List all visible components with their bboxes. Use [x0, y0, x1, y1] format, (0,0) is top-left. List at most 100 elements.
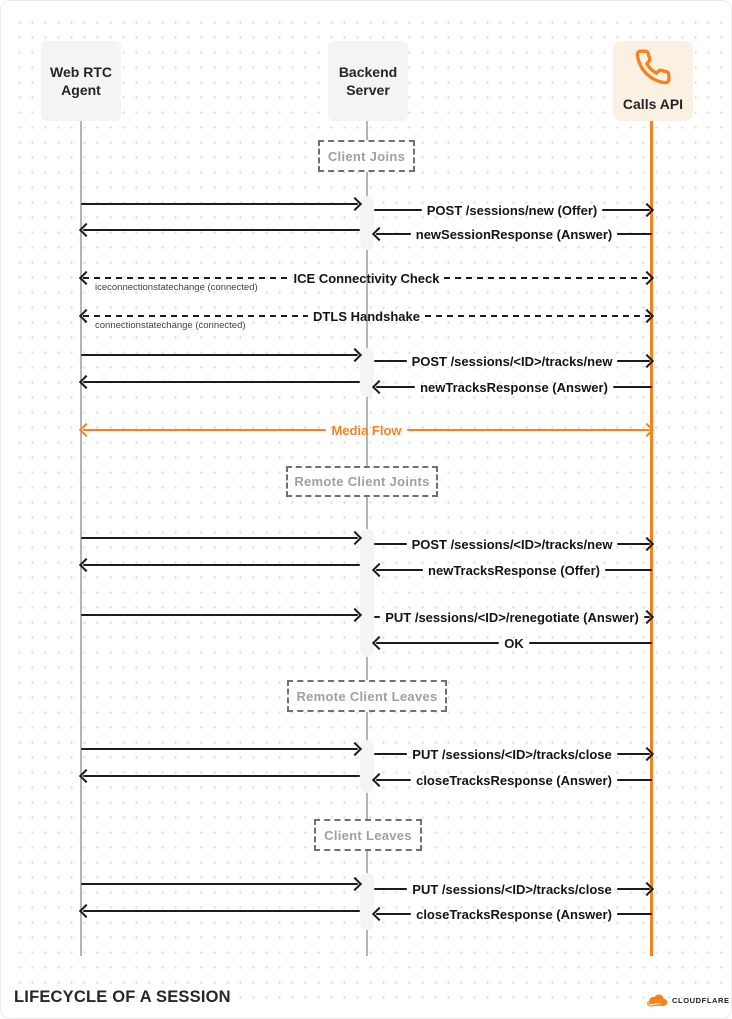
arrow-line: [83, 774, 360, 778]
msg-ice-connectivity-check: ICE Connectivity Check iceconnectionstat…: [78, 270, 655, 293]
arrow-line: [617, 359, 650, 363]
arrow-line: [81, 353, 358, 357]
msg-label: POST /sessions/<ID>/tracks/new: [411, 353, 613, 369]
arrow-line: [528, 641, 652, 645]
arrow-line: [604, 568, 653, 572]
arrow-line: [83, 228, 360, 232]
arrow-line: [424, 314, 651, 318]
arrowhead-left-icon: [371, 226, 387, 242]
arrowhead-left-icon: [78, 422, 94, 438]
page-title: LIFECYCLE OF A SESSION: [14, 988, 231, 1006]
arrowhead-left-icon: [371, 635, 387, 651]
msg-put-renegotiate: PUT /sessions/<ID>/renegotiate (Answer): [374, 609, 655, 625]
arrow-line: [444, 276, 650, 280]
arrowhead-right-icon: [347, 530, 363, 546]
arrow-line: [376, 568, 424, 572]
arrow-line: [406, 428, 650, 432]
msg-put-tracks-close: PUT /sessions/<ID>/tracks/close: [374, 881, 655, 897]
activation-bar: [360, 196, 374, 250]
actor-backend-server: Backend Server: [328, 41, 408, 121]
phase-client-joins: Client Joins: [318, 140, 415, 172]
arrowhead-right-icon: [639, 202, 655, 218]
arrow-line: [374, 887, 408, 891]
msg-label: PUT /sessions/<ID>/tracks/close: [412, 881, 612, 897]
arrowhead-left-icon: [78, 222, 94, 238]
arrowhead-right-icon: [347, 196, 363, 212]
arrow-line: [374, 752, 408, 756]
activation-bar: [360, 348, 374, 397]
phase-remote-client-joins: Remote Client Joints: [286, 466, 438, 497]
msg-backend-to-webrtc: [78, 222, 360, 238]
msg-new-tracks-response-offer: newTracksResponse (Offer): [371, 562, 653, 578]
msg-backend-to-webrtc: [78, 374, 360, 390]
msg-event-note: iceconnectionstatechange (connected): [95, 282, 258, 293]
arrowhead-right-icon: [639, 881, 655, 897]
arrowhead-right-icon: [639, 746, 655, 762]
arrowhead-right-icon: [639, 308, 655, 324]
msg-label: newSessionResponse (Answer): [415, 226, 613, 242]
arrow-line: [374, 615, 381, 619]
phase-client-leaves: Client Leaves: [314, 819, 422, 851]
arrow-line: [612, 385, 653, 389]
arrowhead-right-icon: [347, 741, 363, 757]
arrowhead-right-icon: [347, 876, 363, 892]
arrowhead-right-icon: [639, 270, 655, 286]
msg-new-tracks-response-answer: newTracksResponse (Answer): [371, 379, 653, 395]
arrow-line: [81, 202, 358, 206]
arrow-line: [376, 778, 412, 782]
actor-calls-api: Calls API: [613, 41, 693, 121]
arrow-line: [81, 613, 358, 617]
arrow-line: [81, 747, 358, 751]
msg-label: closeTracksResponse (Answer): [416, 906, 612, 922]
phase-label: Remote Client Leaves: [296, 688, 438, 704]
msg-webrtc-to-backend: [81, 530, 363, 546]
msg-label: Media Flow: [331, 422, 402, 438]
msg-webrtc-to-backend: [81, 741, 363, 757]
msg-put-tracks-close: PUT /sessions/<ID>/tracks/close: [374, 746, 655, 762]
msg-close-tracks-response: closeTracksResponse (Answer): [371, 772, 652, 788]
msg-label: newTracksResponse (Offer): [428, 562, 600, 578]
msg-post-sessions-new: POST /sessions/new (Offer): [374, 202, 655, 218]
arrow-line: [83, 909, 360, 913]
phone-icon: [635, 49, 671, 85]
arrowhead-left-icon: [78, 903, 94, 919]
arrow-line: [376, 385, 416, 389]
arrow-line: [374, 208, 422, 212]
cloudflare-cloud-icon: [646, 994, 668, 1007]
arrowhead-right-icon: [347, 347, 363, 363]
arrow-line: [81, 882, 358, 886]
actor-webrtc-agent: Web RTC Agent: [41, 41, 121, 121]
arrow-line: [83, 428, 327, 432]
arrow-line: [83, 276, 289, 280]
msg-post-tracks-new: POST /sessions/<ID>/tracks/new: [374, 353, 655, 369]
msg-label: PUT /sessions/<ID>/renegotiate (Answer): [385, 609, 639, 625]
arrow-line: [374, 542, 407, 546]
arrowhead-left-icon: [78, 557, 94, 573]
arrowhead-right-icon: [639, 422, 655, 438]
arrow-line: [617, 232, 652, 236]
arrow-line: [376, 912, 412, 916]
msg-ok: OK: [371, 635, 652, 651]
arrow-line: [83, 380, 360, 384]
msg-label: DTLS Handshake: [313, 308, 420, 324]
arrow-line: [617, 542, 650, 546]
msg-backend-to-webrtc: [78, 557, 360, 573]
arrowhead-left-icon: [78, 374, 94, 390]
msg-label: newTracksResponse (Answer): [420, 379, 608, 395]
msg-backend-to-webrtc: [78, 903, 360, 919]
arrowhead-right-icon: [639, 536, 655, 552]
arrow-line: [616, 887, 650, 891]
cloudflare-wordmark: CLOUDFLARE: [672, 996, 730, 1005]
msg-label: OK: [504, 635, 524, 651]
arrow-line: [616, 778, 652, 782]
arrowhead-left-icon: [78, 308, 94, 324]
cloudflare-logo: CLOUDFLARE: [645, 993, 730, 1008]
actor-calls-label: Calls API: [622, 95, 684, 112]
arrowhead-right-icon: [639, 353, 655, 369]
actor-webrtc-label: Web RTC Agent: [50, 63, 112, 98]
msg-label: POST /sessions/new (Offer): [426, 202, 598, 218]
activation-bar: [360, 740, 374, 793]
phase-remote-client-leaves: Remote Client Leaves: [287, 680, 447, 712]
msg-dtls-handshake: DTLS Handshake connectionstatechange (co…: [78, 308, 655, 331]
